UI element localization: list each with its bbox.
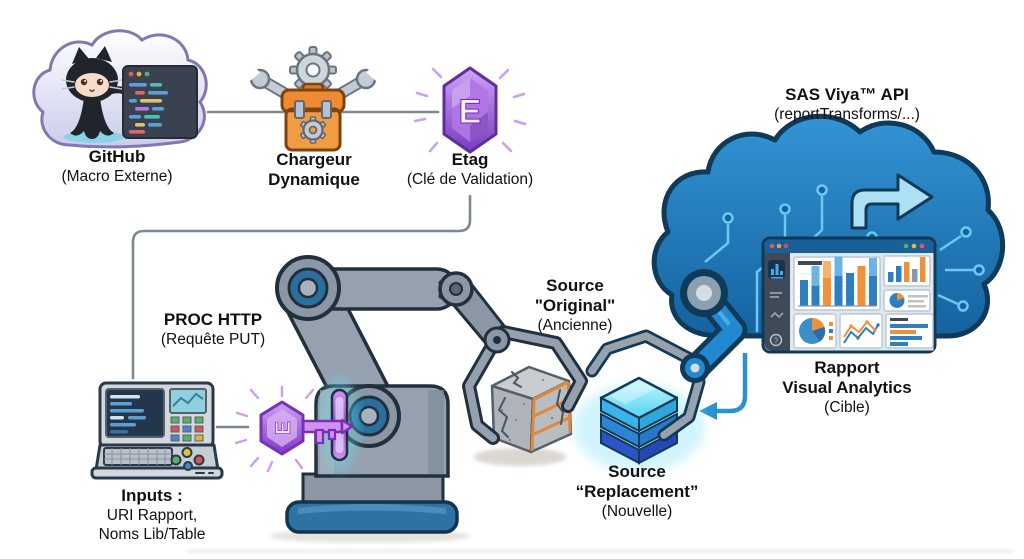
code-window-icon (122, 65, 198, 139)
etag-subtitle: (Clé de Validation) (406, 171, 534, 188)
robot-claw (462, 325, 588, 445)
sidebar-menu-icon (770, 292, 782, 298)
source-replacement-label: Source “Replacement” (Nouvelle) (552, 462, 722, 521)
sas-api-subtitle: (reportTransforms/...) (774, 106, 920, 123)
source-original-line1: Source (546, 276, 604, 295)
proc-http-label: PROC HTTP (Requête PUT) (133, 310, 293, 349)
connector-etag-laptop (131, 194, 472, 380)
dashboard-window: ? (761, 236, 937, 354)
inputs-line1: URI Rapport, (106, 507, 198, 524)
etag-gem-icon: E (413, 66, 527, 154)
sas-api-title: SAS Viya™ API (785, 85, 909, 104)
inputs-line2: Noms Lib/Table (98, 526, 206, 543)
panel-pie-summary (883, 289, 931, 312)
report-line2: Visual Analytics (782, 378, 912, 397)
etag-title: Etag (451, 150, 489, 169)
github-title: GitHub (88, 147, 146, 166)
source-original-subtitle: (Ancienne) (537, 317, 613, 334)
proc-http-subtitle: (Requête PUT) (160, 331, 266, 348)
github-label: GitHub (Macro Externe) (27, 147, 207, 186)
cloud-robot-claw (585, 329, 710, 442)
loader-line2: Dynamique (268, 170, 360, 189)
laptop-round-buttons (170, 447, 205, 471)
github-cloud-icon (32, 29, 208, 149)
window-dots (769, 243, 925, 249)
panel-hbar-chart (885, 313, 934, 349)
loader-label: Chargeur Dynamique (244, 150, 384, 190)
panel-line-chart (839, 313, 883, 349)
source-replacement-line2: “Replacement” (575, 482, 699, 501)
help-icon: ? (769, 333, 783, 347)
github-subtitle: (Macro Externe) (61, 168, 173, 185)
proc-http-title: PROC HTTP (163, 310, 263, 329)
panel-bar-chart (793, 256, 881, 311)
panel-small-bars (883, 255, 931, 287)
laptop-keyboard (103, 447, 173, 466)
key-letter: E (272, 421, 295, 435)
report-subtitle: (Cible) (824, 399, 870, 416)
laptop-button-grid (170, 416, 204, 442)
source-replacement-line1: Source (608, 462, 666, 481)
sidebar-share-icon (770, 311, 784, 319)
svg-text:?: ? (774, 337, 779, 346)
source-original-label: Source "Original" (Ancienne) (505, 276, 645, 335)
cloud-robot-arm (680, 269, 748, 381)
inputs-label: Inputs : URI Rapport, Noms Lib/Table (72, 486, 232, 544)
sidebar-chart-icon (768, 260, 785, 279)
inputs-title: Inputs : (121, 486, 183, 505)
report-line1: Rapport (814, 358, 880, 377)
source-original-line2: "Original" (534, 296, 616, 315)
etag-label: Etag (Clé de Validation) (378, 150, 562, 189)
panel-pie-chart (793, 313, 837, 349)
toolbox-gear-emblem (300, 116, 326, 144)
cloud-arrow-icon (850, 173, 934, 230)
report-label: Rapport Visual Analytics (Cible) (762, 358, 932, 417)
laptop-icon (90, 381, 224, 480)
etag-key-icon: E (234, 385, 354, 473)
etag-gem-letter: E (459, 93, 482, 131)
source-replacement-subtitle: (Nouvelle) (601, 503, 673, 520)
replacement-cube-icon (573, 376, 705, 472)
toolbox-icon (244, 46, 382, 152)
sas-api-label: SAS Viya™ API (reportTransforms/...) (737, 85, 957, 124)
laptop-mini-screen (169, 388, 207, 414)
arrow-to-replacement (699, 353, 748, 420)
original-cube-icon (474, 365, 573, 466)
laptop-screen (105, 388, 165, 438)
loader-line1: Chargeur (276, 150, 352, 169)
